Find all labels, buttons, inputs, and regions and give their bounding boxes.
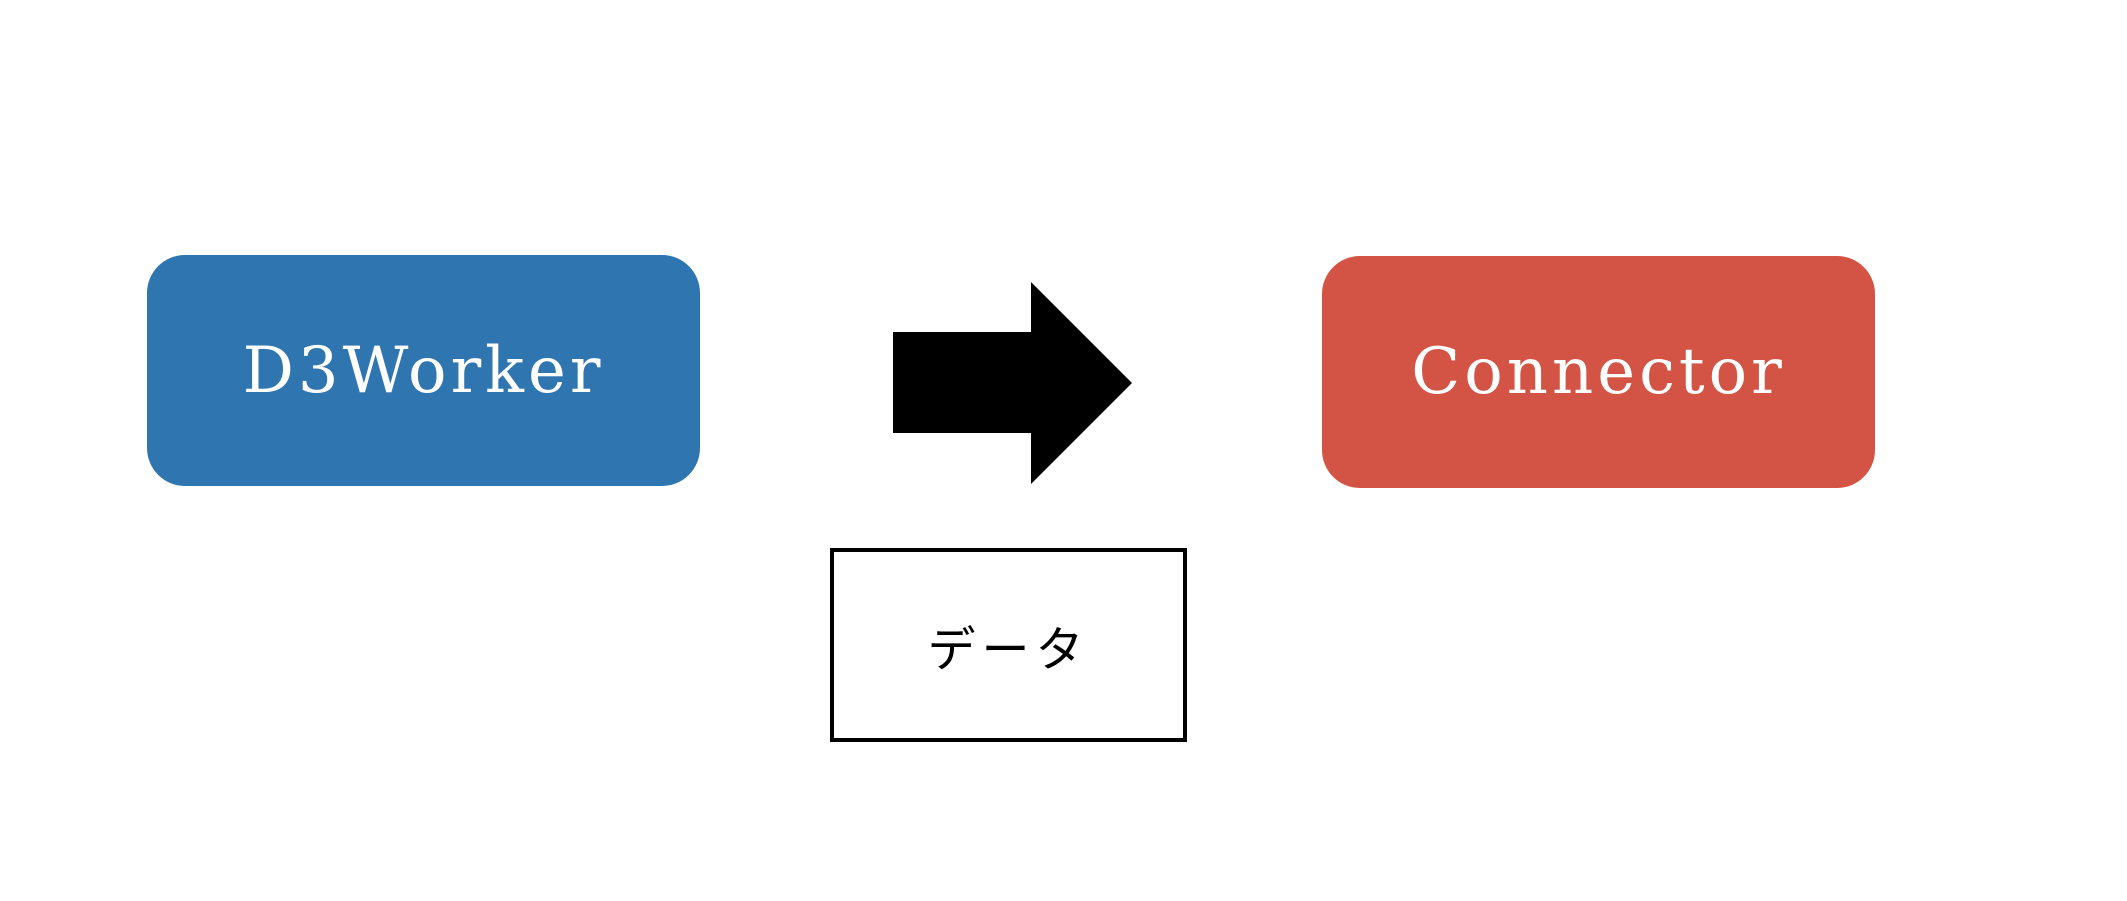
edge-label: データ (927, 622, 1090, 678)
arrow-shape (893, 282, 1132, 484)
node-connector: Connector (1322, 256, 1875, 488)
edge-label-box: データ (830, 548, 1187, 742)
node-connector-label: Connector (1411, 335, 1786, 409)
node-d3worker: D3Worker (147, 255, 700, 486)
node-d3worker-label: D3Worker (242, 333, 605, 408)
